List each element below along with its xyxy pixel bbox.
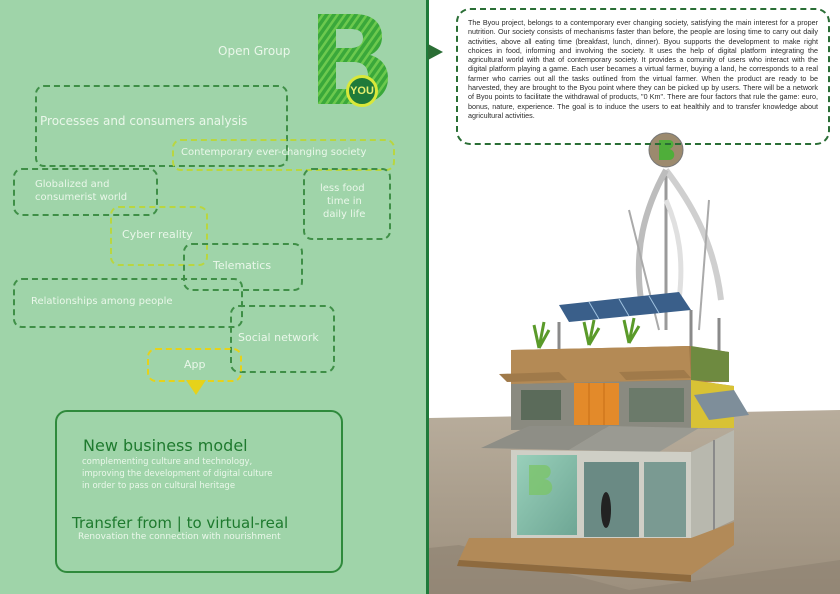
open-group-label: Open Group: [218, 44, 291, 58]
down-arrow-icon: [186, 380, 206, 395]
less-food-line3: daily life: [323, 209, 366, 220]
telematics-label: Telematics: [213, 259, 272, 272]
app-label: App: [184, 358, 206, 371]
globalized-box: [13, 168, 158, 216]
relationships-label: Relationships among people: [31, 296, 173, 307]
project-description-box: The Byou project, belongs to a contempor…: [456, 8, 830, 145]
globalized-line1: Globalized and: [35, 179, 110, 190]
panel-divider: [426, 0, 429, 594]
right-panel: [429, 0, 840, 594]
transfer-subtitle: Renovation the connection with nourishme…: [78, 532, 281, 542]
you-badge: YOU: [346, 75, 378, 107]
project-description: The Byou project, belongs to a contempor…: [468, 18, 818, 120]
business-title: New business model: [83, 436, 248, 455]
less-food-line2: time in: [327, 196, 362, 207]
you-badge-text: YOU: [350, 85, 374, 97]
byou-logo: YOU: [310, 10, 395, 110]
social-box: [230, 305, 335, 373]
globalized-line2: consumerist world: [35, 192, 128, 203]
business-model-box: [55, 410, 343, 573]
cyber-label: Cyber reality: [122, 228, 193, 241]
building-illustration: [429, 132, 840, 594]
cyber-box: [110, 206, 208, 266]
relationships-box: [13, 278, 243, 328]
callout-pointer-icon: [428, 44, 443, 60]
less-food-line1: less food: [320, 183, 365, 194]
telematics-box: [183, 243, 303, 291]
processes-box: [35, 85, 288, 167]
business-line1: complementing culture and technology,: [82, 457, 253, 467]
less-food-box: [303, 168, 391, 240]
business-line2: improving the development of digital cul…: [82, 469, 273, 479]
social-label: Social network: [238, 331, 319, 344]
transfer-title: Transfer from | to virtual-real: [72, 514, 289, 532]
contemporary-label: Contemporary ever-changing society: [181, 147, 367, 158]
contemporary-box: [172, 139, 395, 171]
left-panel: YOU Open Group Processes and consumers a…: [0, 0, 428, 594]
processes-label: Processes and consumers analysis: [40, 114, 248, 128]
business-line3: in order to pass on cultural heritage: [82, 481, 236, 491]
